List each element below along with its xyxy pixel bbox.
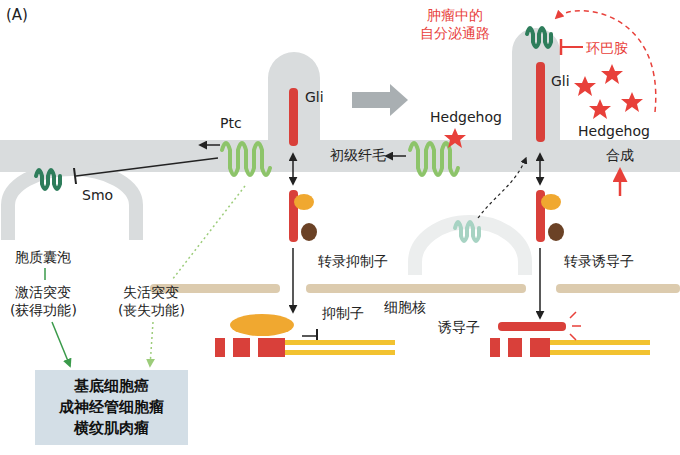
pathway-arrows	[619, 170, 622, 196]
complex-name: 转录诱导子	[564, 252, 634, 270]
inhibition-lines	[74, 39, 583, 343]
hedgehog-ligand	[574, 76, 596, 96]
protein-name: Ptc	[220, 114, 242, 132]
pathway-arrows	[556, 11, 656, 112]
mutation-note: 激活突变 (获得功能)	[10, 283, 77, 319]
gli-protein	[539, 154, 541, 184]
dna	[225, 338, 233, 357]
ptc-protein	[222, 143, 458, 175]
hedgehog-ligand	[601, 64, 623, 84]
gli-protein	[536, 62, 545, 142]
protein-name: Gli	[551, 72, 570, 90]
gli-protein	[292, 154, 294, 184]
vesicles	[8, 169, 525, 275]
gli-protein	[541, 194, 561, 210]
transition-arrow	[386, 155, 406, 157]
pathway-note: 肿瘤中的 自分泌通路	[420, 6, 490, 42]
inhibitor-name: 环巴胺	[586, 39, 628, 57]
cell-membrane	[0, 28, 680, 172]
complex-name: 转录抑制子	[318, 252, 388, 270]
gli-protein	[289, 88, 298, 146]
vesicles	[415, 222, 525, 275]
mutation-arrows	[52, 322, 70, 366]
hedgehog-ligand	[589, 99, 611, 119]
gli-protein	[289, 62, 564, 318]
dna	[498, 322, 566, 331]
smo-protein	[527, 28, 551, 47]
inhibition-lines	[76, 158, 218, 176]
inhibition-lines	[562, 46, 583, 48]
factor-name: 诱导子	[438, 318, 480, 336]
nuclear-envelope	[150, 284, 680, 293]
dna	[250, 338, 258, 357]
gli-protein	[548, 223, 564, 241]
pathway-arrows	[478, 158, 526, 218]
disease-list: 基底细胞癌 成神经管细胞瘤 横纹肌肉瘤	[59, 376, 164, 439]
inhibition-lines	[74, 168, 76, 184]
ptc-protein	[222, 143, 270, 175]
mutation-arrows	[150, 322, 153, 366]
panel-letter: (A)	[6, 6, 28, 24]
gli-protein	[294, 194, 314, 210]
mutation-arrows	[172, 186, 245, 280]
nuclear-envelope	[556, 284, 680, 293]
transition-arrow	[200, 84, 408, 156]
mutation-arrows	[44, 268, 46, 280]
dna	[215, 338, 285, 357]
structure-name: 细胞核	[384, 298, 426, 316]
dna	[230, 314, 294, 336]
process-name: 合成	[606, 146, 634, 164]
hedgehog-ligand	[444, 128, 466, 148]
transition-arrow	[200, 144, 220, 146]
ligand-name: Hedgehog	[430, 108, 502, 126]
structure-name: 初级纤毛	[330, 146, 386, 164]
ligand-name: Hedgehog	[578, 122, 650, 140]
gli-protein	[539, 248, 541, 318]
protein-name: Smo	[82, 186, 113, 204]
factor-name: 抑制子	[322, 304, 364, 322]
cell-membrane	[0, 28, 680, 172]
ptc-protein	[410, 143, 458, 175]
inhibition-lines	[560, 39, 563, 55]
mutation-note: 失活突变 (丧失功能)	[118, 283, 185, 319]
nuclear-envelope	[306, 284, 526, 293]
inhibition-lines	[302, 335, 316, 337]
dna	[570, 312, 581, 340]
transition-arrow	[352, 84, 408, 116]
dna	[522, 338, 530, 357]
gli-protein	[292, 248, 294, 312]
dna	[500, 338, 508, 357]
pathway-arrows	[478, 11, 656, 218]
gli-protein	[301, 223, 317, 241]
dna	[490, 338, 550, 357]
disease-box: 基底细胞癌 成神经管细胞瘤 横纹肌肉瘤	[35, 370, 188, 445]
protein-name: Gli	[305, 88, 324, 106]
smo-protein	[455, 222, 479, 241]
smo-protein	[36, 170, 60, 189]
structure-name: 胞质囊泡	[15, 248, 71, 266]
smo-protein	[36, 28, 551, 241]
vesicles	[8, 169, 136, 240]
hedgehog-ligand	[621, 92, 643, 112]
dna	[215, 312, 650, 357]
